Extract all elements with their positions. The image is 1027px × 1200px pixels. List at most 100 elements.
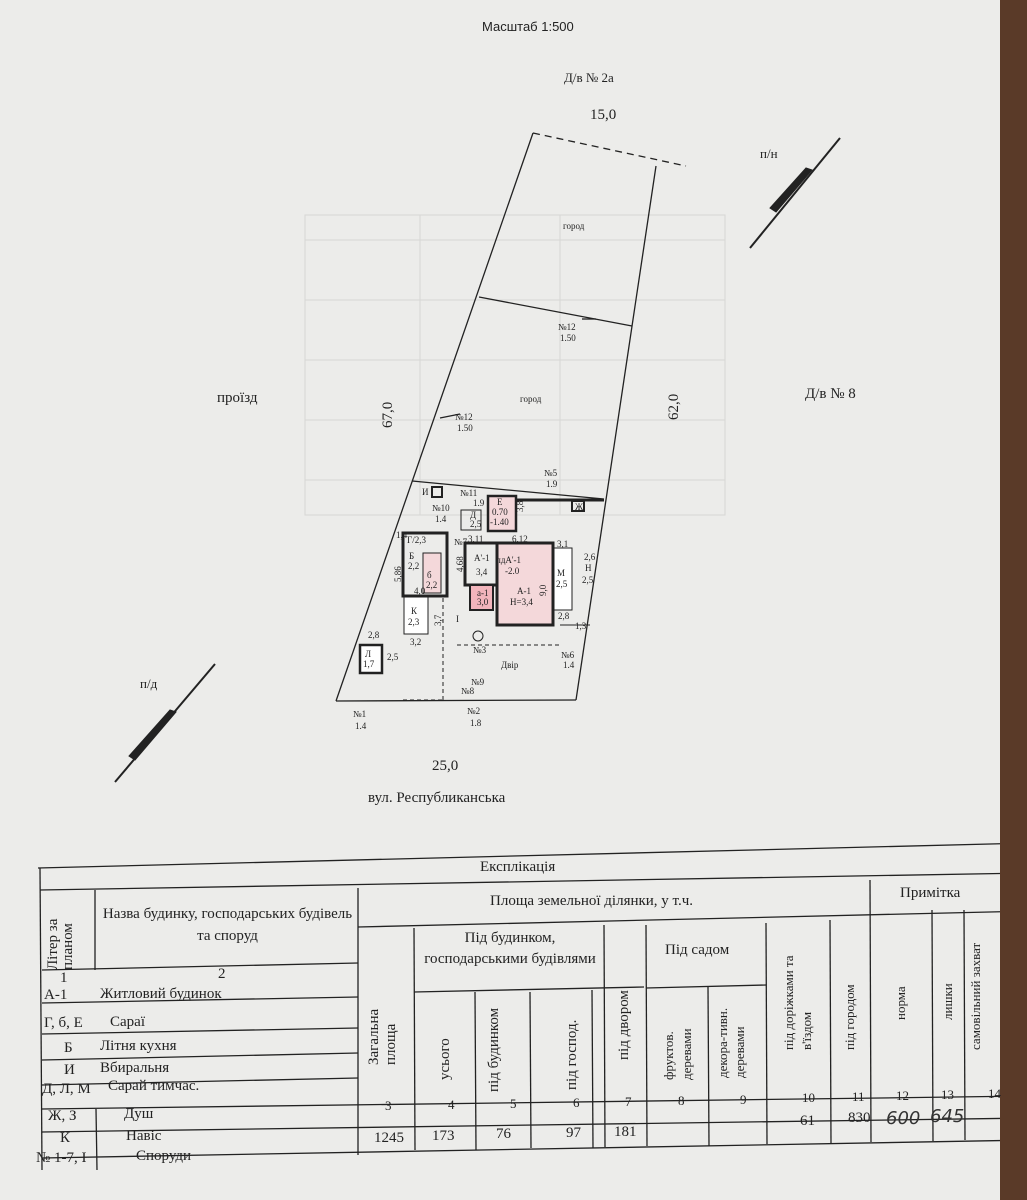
row-name: Сарай тимчас. [108, 1078, 200, 1094]
col-number-12: 12 [896, 1088, 909, 1103]
col-number-2: 2 [218, 966, 226, 982]
dimension-3-7: 3,7 [433, 614, 443, 626]
site-plan-drawing [37, 132, 1000, 1171]
col-header-norm: норма [893, 986, 908, 1020]
col-header-vegetable: під городом [842, 984, 857, 1050]
building-d-value: 2,5 [470, 519, 482, 529]
building-e-value-1: 0.70 [492, 507, 508, 517]
item-1-label: №1 [353, 709, 367, 719]
item-2-label: №2 [467, 706, 481, 716]
row-name: Житловий будинок [100, 986, 222, 1002]
value-roads: 61 [800, 1113, 815, 1129]
col-number-6: 6 [573, 1095, 580, 1110]
col-header-garden-group: Під садом [665, 942, 730, 958]
building-k-width: 3,2 [410, 637, 422, 647]
col-header-decor: декора-тивн. деревами [715, 1007, 747, 1078]
bottom-width-dimension: 25,0 [432, 758, 459, 774]
document-page: Масштаб 1:500 Д/в № 2а 15,0 п/н п/д прої… [0, 0, 1001, 1200]
building-k-value: 2,3 [408, 617, 420, 627]
left-length-dimension: 67,0 [380, 401, 396, 428]
col-number-8: 8 [678, 1093, 685, 1108]
row-name: Сараї [110, 1014, 145, 1030]
dimension-2-8: 2,8 [558, 611, 570, 621]
item-12b-label: №12 [455, 412, 473, 422]
row-name: Душ [124, 1106, 154, 1122]
col-header-note: Примітка [900, 885, 961, 901]
row-name: Споруди [136, 1148, 192, 1164]
value-yard: 181 [614, 1124, 637, 1140]
col-header-yard: під двором [616, 990, 632, 1060]
building-a1-left-label: А'-1 [474, 553, 490, 563]
left-side-label: проїзд [217, 390, 258, 406]
yard-label: Двір [501, 660, 519, 670]
basement-value: -2.0 [505, 566, 520, 576]
dimension-1-4: 1,4 [396, 530, 408, 540]
garden-top-label: город [563, 221, 585, 231]
dimension-6-12: 6,12 [512, 534, 528, 544]
building-e-label: Е [497, 497, 503, 507]
area-roman-label: I [456, 614, 459, 624]
item-6-label: №6 [561, 650, 575, 660]
building-i-label: И [422, 487, 429, 497]
col-number-10: 10 [802, 1090, 815, 1105]
col-header-total: Загальна площа [366, 1008, 399, 1065]
item-6-value: 1.4 [563, 660, 575, 670]
building-a1-left-value: 3,4 [476, 567, 488, 577]
dimension-5-86: 5,86 [393, 566, 403, 582]
item-8-label: №8 [461, 686, 475, 696]
col-header-buildings-group: Під будинком, господарськими будівлями [424, 930, 596, 967]
value-house: 76 [496, 1126, 511, 1142]
col-number-4: 4 [448, 1097, 455, 1112]
col-header-fruit: фруктов. деревами [661, 1028, 694, 1080]
col-number-13: 13 [941, 1087, 954, 1102]
item-11-label: №11 [460, 488, 478, 498]
building-b-label: Б [409, 551, 415, 561]
item-1-value: 1.4 [355, 721, 367, 731]
value-norm-handwritten: 600 [886, 1108, 921, 1129]
item-12b-value: 1.50 [457, 423, 473, 433]
row-name: Вбиральня [100, 1060, 170, 1076]
col-header-litera: Літер за планом [45, 918, 76, 970]
building-n-label: Н [585, 563, 592, 573]
building-a-small-label: а-1 [477, 588, 489, 598]
scale-label: Масштаб 1:500 [482, 19, 574, 34]
building-b-small-value: 2,2 [426, 580, 438, 590]
dimension-3-8: 3,8 [515, 500, 525, 512]
col-header-roads: під доріжками та в'їздом [781, 955, 814, 1050]
garden-mid-label: город [520, 394, 542, 404]
building-m-value: 2,5 [556, 579, 568, 589]
col-number-5: 5 [510, 1096, 517, 1111]
item-10-value: 1.4 [435, 514, 447, 524]
item-5-label: №5 [544, 468, 558, 478]
building-l-width: 2,8 [368, 630, 380, 640]
building-g-label: Г/2,3 [407, 535, 426, 545]
neighbor-top-label: Д/в № 2а [564, 70, 614, 85]
building-b-value: 2,2 [408, 561, 420, 571]
building-e-value-2: -1.40 [490, 517, 509, 527]
dimension-3-1: 3,1 [557, 539, 569, 549]
top-width-dimension: 15,0 [590, 107, 617, 123]
row-litera: Д, Л, М [42, 1081, 91, 1097]
building-l-height: 2,5 [387, 652, 399, 662]
row-name: Навіс [126, 1128, 162, 1144]
row-litera: Ж, З [48, 1108, 77, 1124]
item-9-label: №9 [471, 677, 485, 687]
dimension-4-68: 4,68 [455, 556, 465, 572]
dimension-2-6: 2,6 [584, 552, 596, 562]
street-label: вул. Республиканська [368, 790, 506, 806]
col-header-all: усього [437, 1038, 453, 1080]
col-number-9: 9 [740, 1092, 747, 1107]
building-a1-height: Н=3,4 [510, 597, 533, 607]
col-header-name: Назва будинку, господарських будівель та… [102, 906, 353, 944]
col-number-11: 11 [852, 1089, 865, 1104]
col-header-outbuild: під господ. [564, 1019, 580, 1090]
item-7-label: №7 [454, 537, 468, 547]
table-title: Експлікація [480, 859, 556, 875]
building-n-value: 2,5 [582, 575, 594, 585]
value-all: 173 [432, 1128, 455, 1144]
row-name: Літня кухня [100, 1038, 177, 1054]
col-number-14: 14 [988, 1086, 1001, 1101]
item-10-label: №10 [432, 503, 450, 513]
item-2-value: 1.8 [470, 718, 482, 728]
value-outbuild: 97 [566, 1125, 581, 1141]
